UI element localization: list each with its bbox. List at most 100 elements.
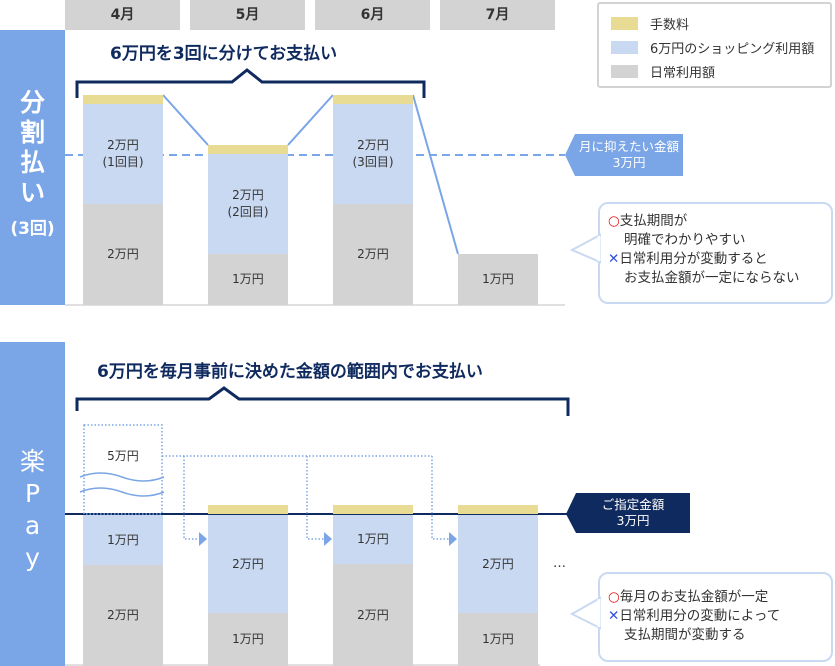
amount-label: 2万円 [107,138,139,152]
overflow-box [83,424,163,515]
bar-daily: 1万円 [458,613,538,666]
connector-line [162,94,209,146]
amount-label: 2万円 [232,556,264,571]
continuation-ellipsis: … [553,556,566,571]
month-header-jul: 7月 [440,0,555,30]
con-text: 日常利用分の変動によって [619,608,781,624]
cross-icon: ✕ [608,608,620,624]
installment-callout: ○支払期間が 明確でわかりやすい ✕日常利用分が変動すると お支払金額が一定にな… [598,202,833,304]
month-header-may: 5月 [190,0,305,30]
rakupay-band: 楽 P a y [0,342,65,666]
tag-amount: 3万円 [612,155,646,170]
band-char: 楽 [19,447,45,476]
legend-item-daily: 日常利用額 [611,62,715,81]
amount-label: 5万円 [107,448,139,463]
month-header-apr: 4月 [65,0,180,30]
band-char: P [24,479,41,508]
bar-fee [333,505,413,514]
legend-label: 手数料 [650,18,690,33]
bar-shopping: 2万円 [458,515,538,613]
pro-text: 明確でわかりやすい [624,232,746,248]
band-char: a [24,511,41,540]
band-char: 分 [19,88,45,117]
legend-label: 日常利用額 [650,66,716,81]
connector-line [287,94,334,146]
connector-line [412,94,459,255]
legend-swatch [611,17,638,30]
amount-label: 1万円 [107,532,139,547]
bar-shopping: 1万円 [83,515,163,565]
band-char: い [19,178,45,207]
legend-item-shopping: 6万円のショッピング利用額 [611,38,814,57]
overflow-amount: 5万円 [83,446,163,466]
designated-tag-shape [566,493,690,533]
amount-label: 2万円 [357,247,389,261]
amount-label: 2万円 [357,138,389,152]
bar-fee [208,145,288,154]
con-text: お支払金額が一定にならない [624,270,800,286]
bar-fee [333,95,413,104]
band-subtitle: (3回) [10,219,55,239]
circle-icon: ○ [608,589,620,605]
pro-text: 支払期間が [619,213,688,229]
bar-daily: 1万円 [208,613,288,666]
bar-daily: 2万円 [333,564,413,666]
legend-item-fee: 手数料 [611,14,689,33]
bracket-rakupay [75,386,570,416]
bar-daily: 1万円 [458,254,538,305]
bar-daily: 2万円 [83,204,163,305]
legend-swatch [611,65,638,78]
installment-number: (1回目) [102,155,144,169]
band-char: 払 [19,148,45,177]
carryover-dotted-lines [162,455,450,540]
bar-fee [458,505,538,514]
arrow-icons [199,532,457,546]
target-tag-shape [565,134,683,176]
amount-label: 2万円 [357,607,389,622]
installment-number: (3回目) [352,155,394,169]
tag-label: ご指定金額 [601,497,665,512]
installment-number: (2回目) [227,205,269,219]
installment-title: 6万円を3回に分けてお支払い [110,44,338,64]
wave-break [79,487,165,497]
amount-label: 2万円 [232,188,264,202]
bar-shopping: 2万円 (1回目) [83,104,163,204]
amount-label: 2万円 [482,556,514,571]
bar-daily: 1万円 [208,254,288,305]
pro-text: 毎月のお支払金額が一定 [619,589,769,605]
band-char: 割 [19,118,45,147]
con-text: 支払期間が変動する [624,627,746,643]
bar-shopping: 2万円 (2回目) [208,154,288,254]
bar-shopping: 2万円 [208,515,288,613]
bar-daily: 2万円 [333,204,413,305]
wave-break [79,472,165,482]
con-text: 日常利用分が変動すると [619,251,768,267]
tag-label: 月に抑えたい金額 [578,139,679,154]
legend-swatch [611,41,638,54]
tag-amount: 3万円 [616,513,650,528]
bar-daily: 2万円 [83,565,163,666]
circle-icon: ○ [608,213,620,229]
bar-fee [83,95,163,104]
amount-label: 1万円 [482,632,514,646]
month-header-jun: 6月 [315,0,430,30]
legend: 手数料 6万円のショッピング利用額 日常利用額 [597,2,832,88]
band-char: y [25,543,40,572]
bracket-installment [75,68,426,98]
amount-label: 1万円 [357,532,389,546]
amount-label: 2万円 [107,247,139,261]
rakupay-callout: ○毎月のお支払金額が一定 ✕日常利用分の変動によって 支払期間が変動する [598,572,833,662]
amount-label: 1万円 [232,272,264,286]
amount-label: 2万円 [107,608,139,622]
bar-shopping: 2万円 (3回目) [333,104,413,204]
installment-band: 分 割 払 い (3回) [0,30,65,305]
bar-fee [208,505,288,514]
amount-label: 1万円 [482,272,514,286]
amount-label: 1万円 [232,632,264,646]
legend-label: 6万円のショッピング利用額 [650,42,815,57]
cross-icon: ✕ [608,251,620,267]
bar-shopping: 1万円 [333,515,413,564]
